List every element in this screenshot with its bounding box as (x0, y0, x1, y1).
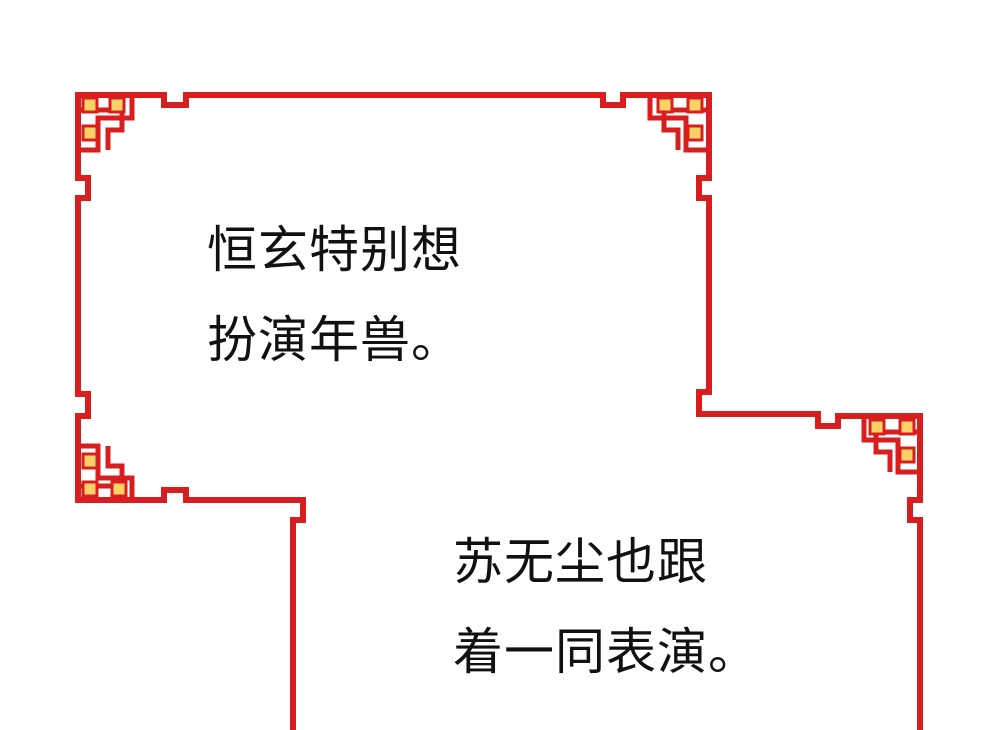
corner-ornament-middle-right (861, 413, 923, 482)
caption-bottom-line-1: 苏无尘也跟 (453, 533, 708, 591)
caption-bottom-line-2: 着一同表演。 (453, 623, 759, 681)
caption-top-line-2: 扮演年兽。 (207, 311, 462, 369)
corner-ornament-bottom-left (75, 438, 135, 503)
caption-top-line-1: 恒玄特别想 (207, 221, 462, 279)
corner-ornament-top-left (75, 92, 135, 160)
frame-outline (75, 92, 923, 730)
caption-top: 恒玄特别想 扮演年兽。 (207, 205, 462, 385)
corner-ornament-top-right (647, 92, 712, 160)
caption-bottom: 苏无尘也跟 着一同表演。 (453, 517, 759, 697)
